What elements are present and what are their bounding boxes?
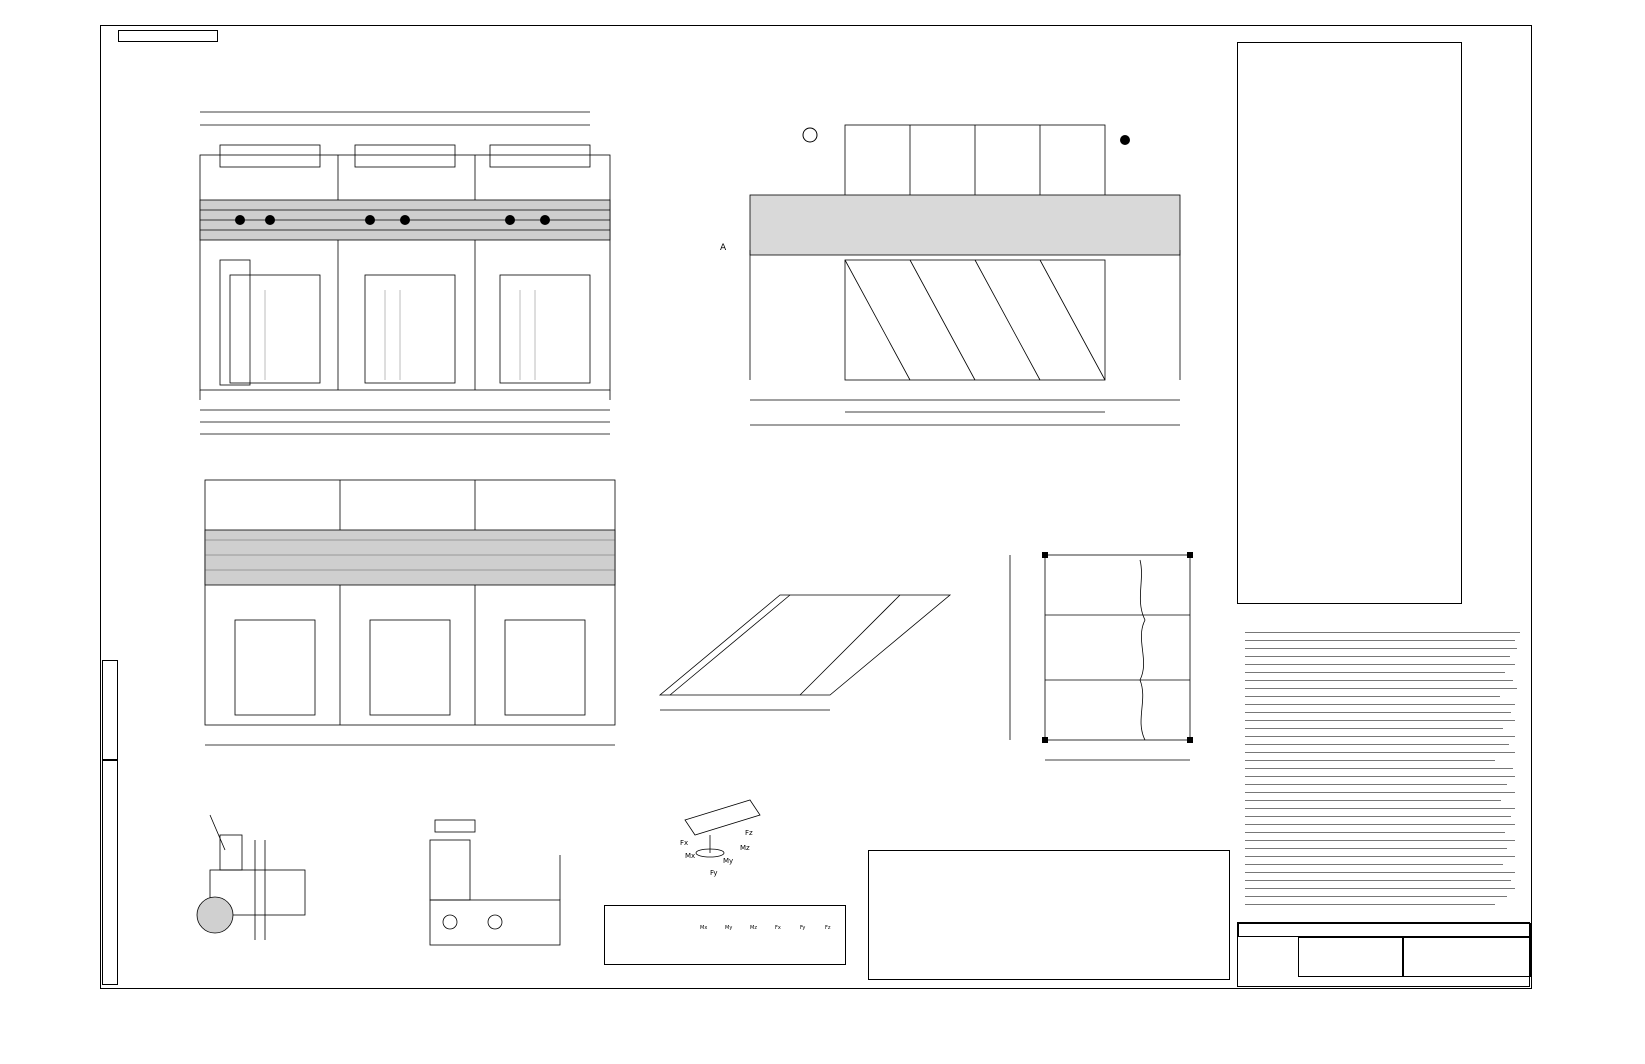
axis-fy: Fy [710, 869, 718, 877]
table3-mz: Mz [750, 925, 757, 931]
tech-req-lines [1245, 632, 1525, 922]
table2 [868, 850, 1230, 980]
nozzle-sketch [684, 799, 761, 858]
axis-mz: Mz [740, 844, 750, 852]
drawing-frame [100, 25, 1532, 989]
detail-b-view [196, 814, 306, 940]
table3-my: My [725, 925, 733, 931]
load-scheme-view [658, 594, 952, 711]
designation-box [118, 30, 218, 42]
left-margin-cell [102, 660, 118, 760]
section-k-view [429, 819, 561, 946]
title-block [1237, 922, 1531, 987]
axis-mx: Mx [685, 852, 696, 860]
front-elevation-view [199, 111, 611, 435]
side-elevation-view: A [720, 124, 1181, 426]
axis-fz: Fz [745, 829, 753, 837]
table3: Mx My Mz Fx Fy Fz [604, 905, 846, 965]
view-a-arrow-label: A [720, 243, 727, 253]
table3-fy: Fy [800, 925, 806, 931]
axis-fx: Fx [680, 839, 689, 847]
table1 [1237, 42, 1462, 604]
table3-mx: Mx [700, 925, 708, 931]
left-margin-strip [102, 760, 118, 985]
table3-fx: Fx [775, 925, 781, 931]
plan-view [204, 479, 616, 746]
table3-fz: Fz [825, 925, 831, 931]
axis-my: My [723, 857, 734, 865]
bolt-plan-view [1009, 552, 1193, 761]
